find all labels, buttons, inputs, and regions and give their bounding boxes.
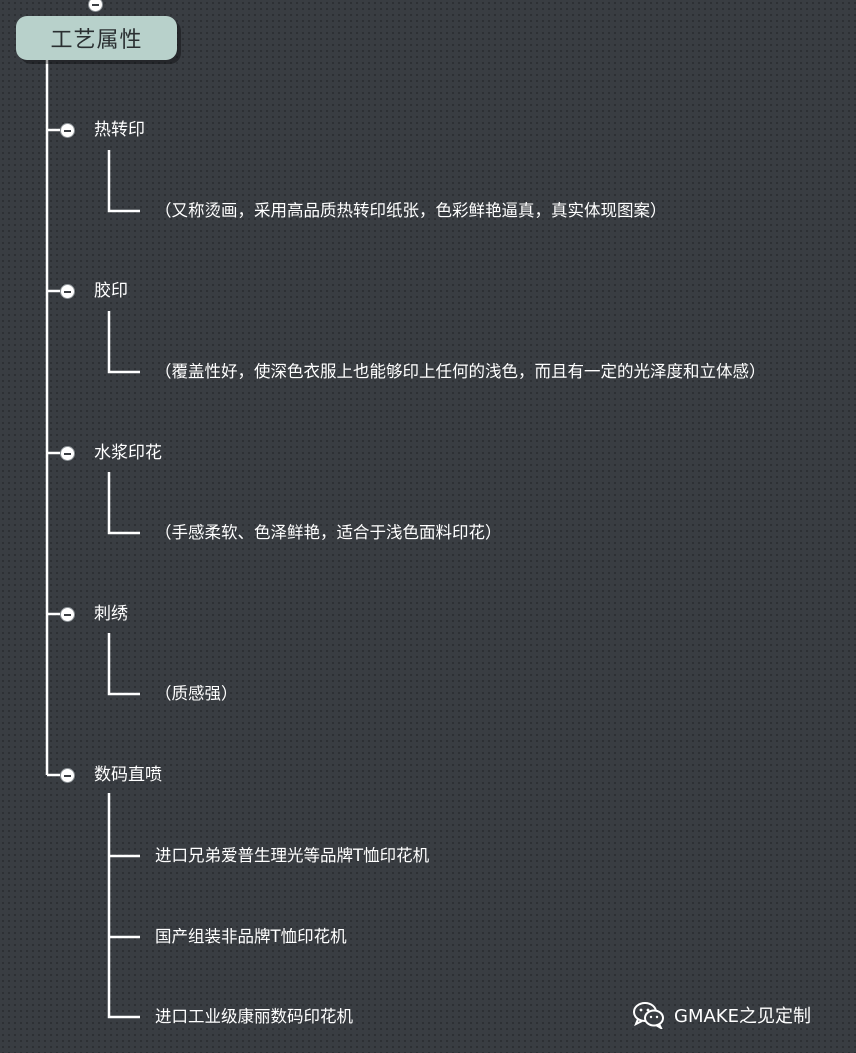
subtopic-note[interactable]: （覆盖性好，使深色衣服上也能够印上任何的浅色，而且有一定的光泽度和立体感） <box>155 362 766 381</box>
branch-topic-water-print[interactable]: 水浆印花 <box>94 443 162 463</box>
branch-collapse-icon[interactable] <box>60 446 75 461</box>
branch-topic-embroidery[interactable]: 刺绣 <box>94 604 128 624</box>
watermark-text: GMAKE之见定制 <box>674 1006 811 1027</box>
watermark: GMAKE之见定制 <box>632 1001 811 1029</box>
subtopic-machine[interactable]: 国产组装非品牌T恤印花机 <box>155 927 347 946</box>
branch-collapse-icon[interactable] <box>60 768 75 783</box>
branch-collapse-icon[interactable] <box>60 607 75 622</box>
subtopic-machine[interactable]: 进口兄弟爱普生理光等品牌T恤印花机 <box>155 846 430 865</box>
branch-topic-offset-print[interactable]: 胶印 <box>94 281 128 301</box>
branch-topic-digital-print[interactable]: 数码直喷 <box>94 765 162 785</box>
root-topic[interactable]: 工艺属性 <box>16 16 177 60</box>
subtopic-note[interactable]: （手感柔软、色泽鲜艳，适合于浅色面料印花） <box>155 523 502 542</box>
root-collapse-icon[interactable] <box>88 0 103 12</box>
branch-collapse-icon[interactable] <box>60 123 75 138</box>
branch-topic-heat-transfer[interactable]: 热转印 <box>94 120 145 140</box>
wechat-icon <box>633 1002 664 1029</box>
subtopic-machine[interactable]: 进口工业级康丽数码印花机 <box>155 1007 353 1026</box>
subtopic-note[interactable]: （又称烫画，采用高品质热转印纸张，色彩鲜艳逼真，真实体现图案） <box>155 201 667 220</box>
subtopic-note[interactable]: （质感强） <box>155 684 238 703</box>
branch-collapse-icon[interactable] <box>60 284 75 299</box>
